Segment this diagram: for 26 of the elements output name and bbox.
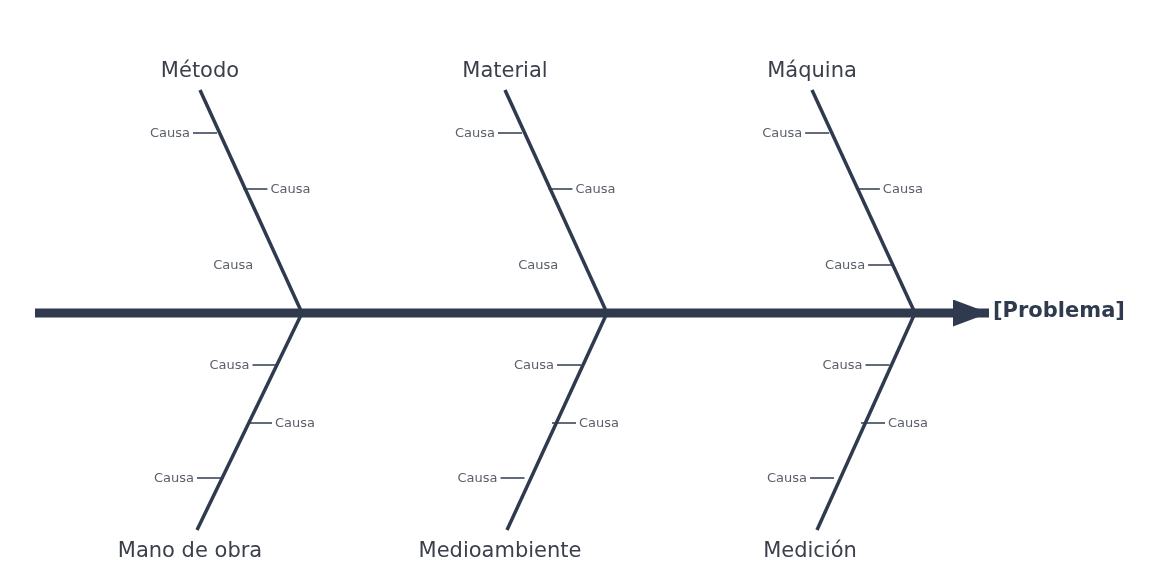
- cause-label: Causa: [209, 357, 250, 373]
- cause-label: Causa: [518, 257, 559, 273]
- category-label: Material: [462, 58, 548, 82]
- cause-label: Causa: [762, 125, 803, 141]
- category-label: Medioambiente: [418, 538, 582, 562]
- cause-label: Causa: [888, 415, 929, 431]
- cause-label: Causa: [454, 125, 495, 141]
- category-label: Máquina: [767, 58, 857, 82]
- cause-label: Causa: [513, 357, 554, 373]
- category-label: Medición: [763, 538, 857, 562]
- cause-label: Causa: [767, 470, 808, 486]
- cause-label: Causa: [882, 181, 923, 197]
- cause-label: Causa: [270, 181, 311, 197]
- spine-arrow: [35, 299, 989, 327]
- cause-label: Causa: [275, 415, 316, 431]
- cause-label: Causa: [822, 357, 863, 373]
- category-label: Método: [160, 58, 240, 82]
- cause-label: Causa: [154, 470, 195, 486]
- category-label: Mano de obra: [117, 538, 263, 562]
- cause-label: Causa: [579, 415, 620, 431]
- cause-label: Causa: [149, 125, 190, 141]
- cause-label: Causa: [575, 181, 616, 197]
- cause-label: Causa: [457, 470, 498, 486]
- problem-label: [Problema]: [993, 298, 1125, 322]
- cause-label: Causa: [825, 257, 866, 273]
- cause-label: Causa: [213, 257, 254, 273]
